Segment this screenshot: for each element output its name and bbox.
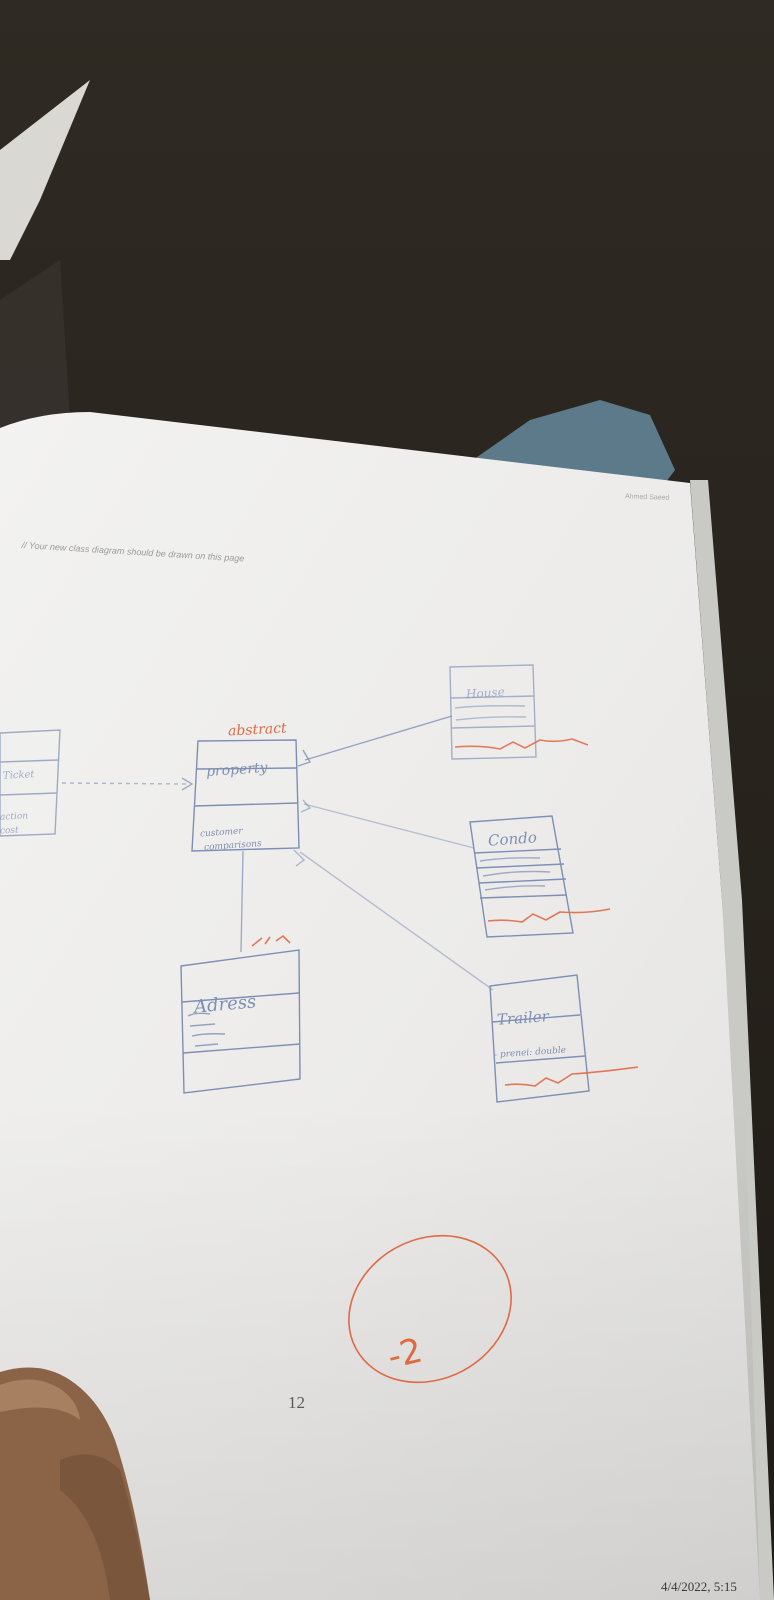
condo-class-name: Condo (487, 828, 538, 850)
trailer-box (489, 974, 590, 1103)
trailer-to-property-line (299, 851, 494, 991)
trailer-class-name: Trailer (496, 1007, 550, 1029)
condo-to-property-line (303, 803, 475, 849)
ticket-field-action: action (0, 811, 29, 823)
abstract-note: abstract (227, 720, 288, 740)
property-to-adress-line (240, 850, 244, 953)
tax-note-condo (487, 908, 611, 923)
house-class-name: House (465, 684, 506, 702)
tax-note-house (454, 738, 589, 750)
ticket-field-cost: cost (0, 825, 19, 837)
header-note: Ahmed Saeed (624, 493, 670, 502)
page-number: 12 (288, 1393, 305, 1412)
paper-stack-edge (690, 480, 774, 1600)
adress-box (180, 949, 301, 1094)
tax-note-trailer (504, 1066, 639, 1087)
ticket-box (0, 729, 61, 837)
property-box (191, 739, 300, 852)
timestamp: 4/4/2022, 5:15 (661, 1579, 737, 1594)
arrow-ticket (181, 777, 194, 791)
ticket-class-name: Ticket (2, 769, 35, 782)
paper-corner (0, 80, 90, 260)
house-to-property-line (304, 715, 453, 761)
ticket-to-property-line (61, 782, 189, 785)
fabric-fold (0, 260, 70, 430)
arrow-house (297, 749, 312, 767)
grade-circle (348, 1234, 512, 1384)
arrow-condo (300, 799, 312, 813)
multiplicity-mark (251, 934, 291, 947)
arrow-trailer (293, 849, 306, 867)
condo-box (469, 815, 574, 938)
